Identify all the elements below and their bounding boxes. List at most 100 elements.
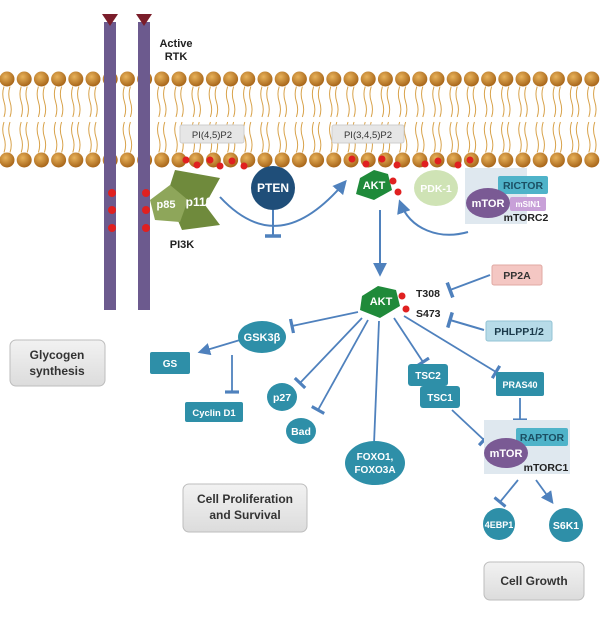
- lipid-tail: [386, 86, 391, 118]
- msin1-label: mSIN1: [516, 200, 541, 209]
- lipid-tail: [501, 121, 505, 153]
- lipid-head: [360, 71, 376, 87]
- phlpp-inhibition: [446, 311, 485, 331]
- lipid-tail: [88, 121, 92, 153]
- lipid-head: [171, 71, 187, 87]
- lipid-tail: [42, 86, 47, 118]
- 4ebp1-label: 4EBP1: [485, 520, 514, 530]
- lipid-tail: [180, 86, 184, 118]
- lipid-tail: [88, 86, 92, 118]
- lipid-tail: [335, 86, 339, 118]
- foxo-label-line2: FOXO3A: [354, 465, 395, 476]
- lipid-head: [154, 71, 170, 87]
- lipid-head: [567, 71, 583, 87]
- lipid-head: [33, 152, 49, 168]
- lipid-head: [274, 71, 290, 87]
- lipid-tail: [260, 86, 264, 118]
- lipid-tail: [300, 121, 305, 153]
- lipid-tail: [8, 86, 12, 118]
- lipid-head: [119, 152, 135, 168]
- lipid-tail: [524, 86, 528, 118]
- lipid-tail: [59, 86, 64, 118]
- lipid-tail: [363, 86, 367, 118]
- gsk3b-label: GSK3β: [244, 332, 281, 344]
- p85-subunit: [150, 185, 188, 222]
- akt-bad-inhibition: [310, 319, 369, 415]
- rictor-node: [498, 176, 548, 194]
- rtk-label-line2: RTK: [165, 51, 188, 63]
- lipid-tail: [260, 121, 264, 153]
- tsc2-label: TSC2: [415, 371, 441, 382]
- lipid-head: [85, 71, 101, 87]
- lipid-head: [0, 152, 15, 168]
- lipid-head: [154, 152, 170, 168]
- lipid-tail: [472, 86, 477, 118]
- lipid-tail: [518, 86, 522, 118]
- s473-label: S473: [416, 308, 441, 320]
- lipid-tail: [25, 86, 29, 118]
- lipid-tail: [311, 86, 316, 118]
- lipid-tail: [249, 121, 253, 153]
- lipid-head: [309, 71, 325, 87]
- akt-gsk3b-inhibition: [288, 311, 359, 334]
- lipid-head: [257, 152, 273, 168]
- lipid-tail: [266, 86, 270, 118]
- lipid-tail: [421, 86, 425, 118]
- p110-label: p110: [186, 195, 213, 209]
- rictor-label: RICTOR: [503, 180, 543, 192]
- lipid-head: [68, 71, 84, 87]
- lipid-bilayer-tails: [2, 86, 597, 153]
- lipid-tail: [294, 86, 299, 118]
- lipid-tail: [294, 121, 299, 153]
- lipid-tail: [174, 86, 178, 118]
- lipid-tail: [587, 121, 591, 153]
- active-rtk-receptor: [102, 14, 152, 310]
- lipid-tail: [8, 121, 12, 153]
- lipid-tail: [128, 86, 133, 118]
- pi3k-complex: [150, 170, 220, 230]
- lipid-tail: [397, 86, 402, 118]
- lipid-tail: [438, 121, 442, 153]
- bad-node: [286, 418, 316, 444]
- pdk1-label: PDK-1: [420, 183, 452, 195]
- 4ebp1-node: [483, 508, 515, 540]
- lipid-tail: [466, 86, 471, 118]
- bad-label: Bad: [291, 426, 311, 438]
- lipid-tail: [174, 121, 178, 153]
- lipid-tail: [415, 121, 419, 153]
- lipid-head: [257, 71, 273, 87]
- pp2a-node: [491, 264, 543, 286]
- pten-node: [251, 166, 295, 210]
- pip3-label-box: [331, 124, 405, 144]
- lipid-head: [429, 71, 445, 87]
- lipid-tail: [157, 121, 161, 153]
- lipid-tail: [2, 86, 6, 118]
- mtor-c2-node: [466, 188, 510, 218]
- lipid-tail: [552, 121, 557, 153]
- lipid-tail: [472, 121, 477, 153]
- lipid-tail: [346, 86, 350, 118]
- lipid-tail: [225, 86, 230, 118]
- gs-label: GS: [163, 359, 178, 370]
- lipid-tail: [277, 86, 281, 118]
- phlpp-node: [485, 320, 553, 342]
- lipid-tail: [266, 121, 270, 153]
- lipid-tail: [466, 121, 471, 153]
- lipid-tail: [231, 86, 236, 118]
- pras40-label: PRAS40: [502, 380, 537, 390]
- pp2a-label: PP2A: [503, 270, 531, 282]
- rtk-label-line1: Active: [159, 38, 192, 50]
- mtorc1-4ebp1-inhibition: [493, 479, 519, 508]
- tsc1-label: TSC1: [427, 393, 453, 404]
- mtor-c1-label: mTOR: [490, 448, 523, 460]
- lipid-head: [309, 152, 325, 168]
- cell-proliferation-box: [182, 483, 308, 533]
- lipid-tail: [311, 121, 316, 153]
- p85-label: p85: [157, 199, 176, 211]
- akt-membrane-node: [356, 170, 392, 200]
- lipid-head: [119, 71, 135, 87]
- lipid-head: [274, 152, 290, 168]
- lipid-tail: [575, 121, 580, 153]
- lipid-tail: [94, 86, 98, 118]
- lipid-tail: [300, 86, 305, 118]
